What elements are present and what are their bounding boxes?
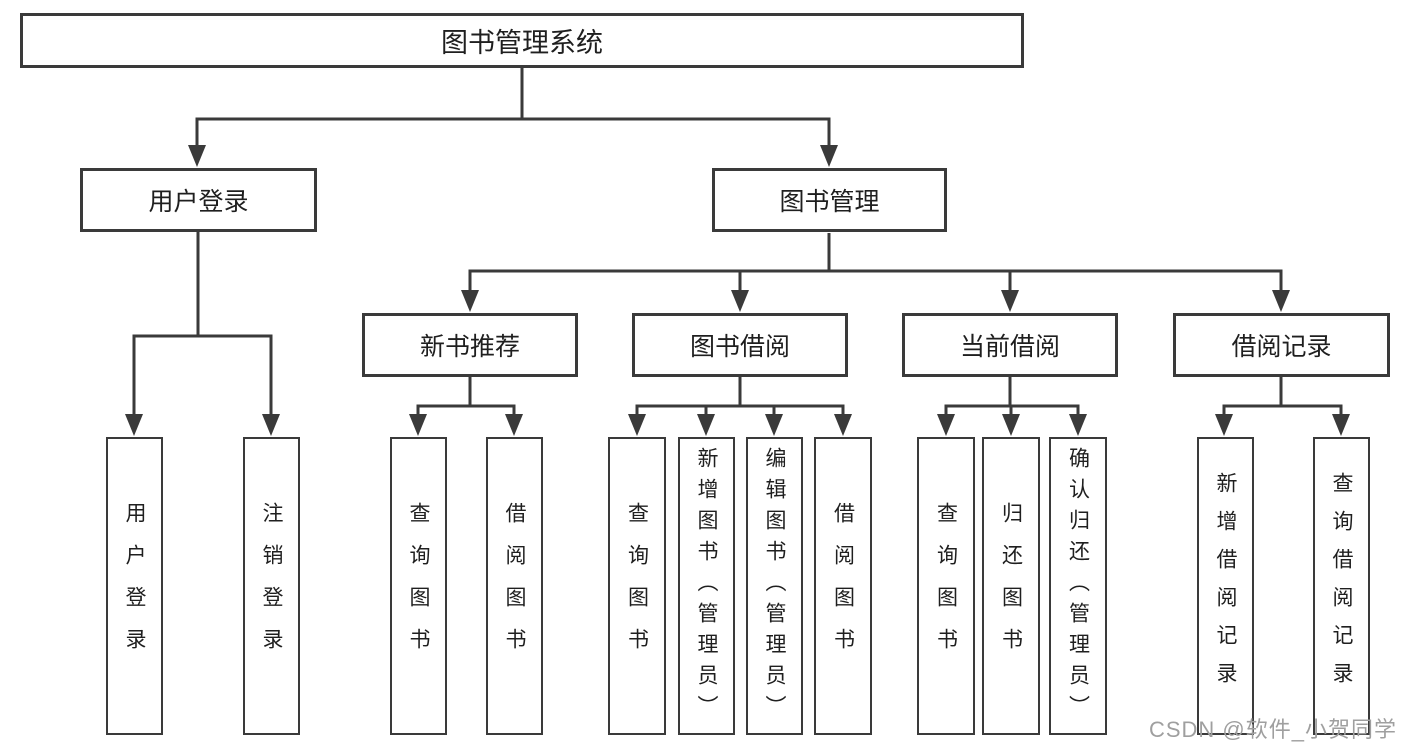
node-label: 查询借阅记录 [1330, 472, 1353, 700]
arrowhead [262, 414, 280, 436]
leaf-borrow-books-recommend: 借阅图书 [486, 437, 543, 735]
node-label: 新增图书（管理员） [695, 446, 718, 726]
arrowhead [697, 414, 715, 436]
leaf-query-books-recommend: 查询图书 [390, 437, 447, 735]
arrowhead [1001, 290, 1019, 312]
arrowhead [1215, 414, 1233, 436]
arrowhead [188, 145, 206, 167]
node-root-library-system: 图书管理系统 [20, 13, 1024, 68]
node-label: 注销登录 [260, 502, 283, 670]
arrowhead [765, 414, 783, 436]
node-label: 查询图书 [407, 502, 430, 670]
leaf-add-books-admin: 新增图书（管理员） [678, 437, 735, 735]
node-label: 借阅图书 [503, 502, 526, 670]
arrowhead [1332, 414, 1350, 436]
leaf-borrow-books: 借阅图书 [814, 437, 872, 735]
arrowhead [1272, 290, 1290, 312]
node-label: 新增借阅记录 [1214, 472, 1237, 700]
node-new-book-recommend: 新书推荐 [362, 313, 578, 377]
arrowhead [505, 414, 523, 436]
node-label: 当前借阅 [959, 333, 1060, 361]
node-label: 查询图书 [934, 502, 958, 670]
leaf-logout: 注销登录 [243, 437, 300, 735]
arrowhead [820, 145, 838, 167]
node-user-login: 用户登录 [80, 168, 317, 232]
node-label: 归还图书 [999, 502, 1023, 670]
node-label: 查询图书 [625, 502, 649, 670]
csdn-watermark: CSDN @软件_小贺同学 [1148, 717, 1397, 742]
node-book-management: 图书管理 [712, 168, 947, 232]
node-label: 用户登录 [148, 188, 249, 216]
node-label: 借阅记录 [1231, 333, 1332, 361]
arrowhead [125, 414, 143, 436]
leaf-query-books-borrow: 查询图书 [608, 437, 666, 735]
leaf-confirm-return-admin: 确认归还（管理员） [1049, 437, 1107, 735]
arrowhead [1069, 414, 1087, 436]
leaf-return-books: 归还图书 [982, 437, 1040, 735]
node-label: 借阅图书 [831, 502, 855, 670]
node-label: 图书管理 [779, 188, 880, 216]
node-label: 图书管理系统 [441, 28, 603, 58]
node-label: 图书借阅 [689, 333, 790, 361]
arrowhead [461, 290, 479, 312]
node-book-borrow: 图书借阅 [632, 313, 848, 377]
node-label: 确认归还（管理员） [1066, 446, 1090, 726]
arrowhead [834, 414, 852, 436]
node-borrow-records: 借阅记录 [1173, 313, 1390, 377]
node-label: 用户登录 [123, 502, 146, 670]
leaf-user-login: 用户登录 [106, 437, 163, 735]
arrowhead [937, 414, 955, 436]
arrowhead [1002, 414, 1020, 436]
node-current-borrow: 当前借阅 [902, 313, 1118, 377]
node-label: 新书推荐 [419, 333, 520, 361]
arrowhead [409, 414, 427, 436]
node-label: 编辑图书（管理员） [763, 446, 786, 726]
leaf-query-borrow-record: 查询借阅记录 [1313, 437, 1370, 735]
leaf-edit-books-admin: 编辑图书（管理员） [746, 437, 803, 735]
leaf-add-borrow-record: 新增借阅记录 [1197, 437, 1254, 735]
leaf-query-books-current: 查询图书 [917, 437, 975, 735]
arrowhead [731, 290, 749, 312]
arrowhead [628, 414, 646, 436]
